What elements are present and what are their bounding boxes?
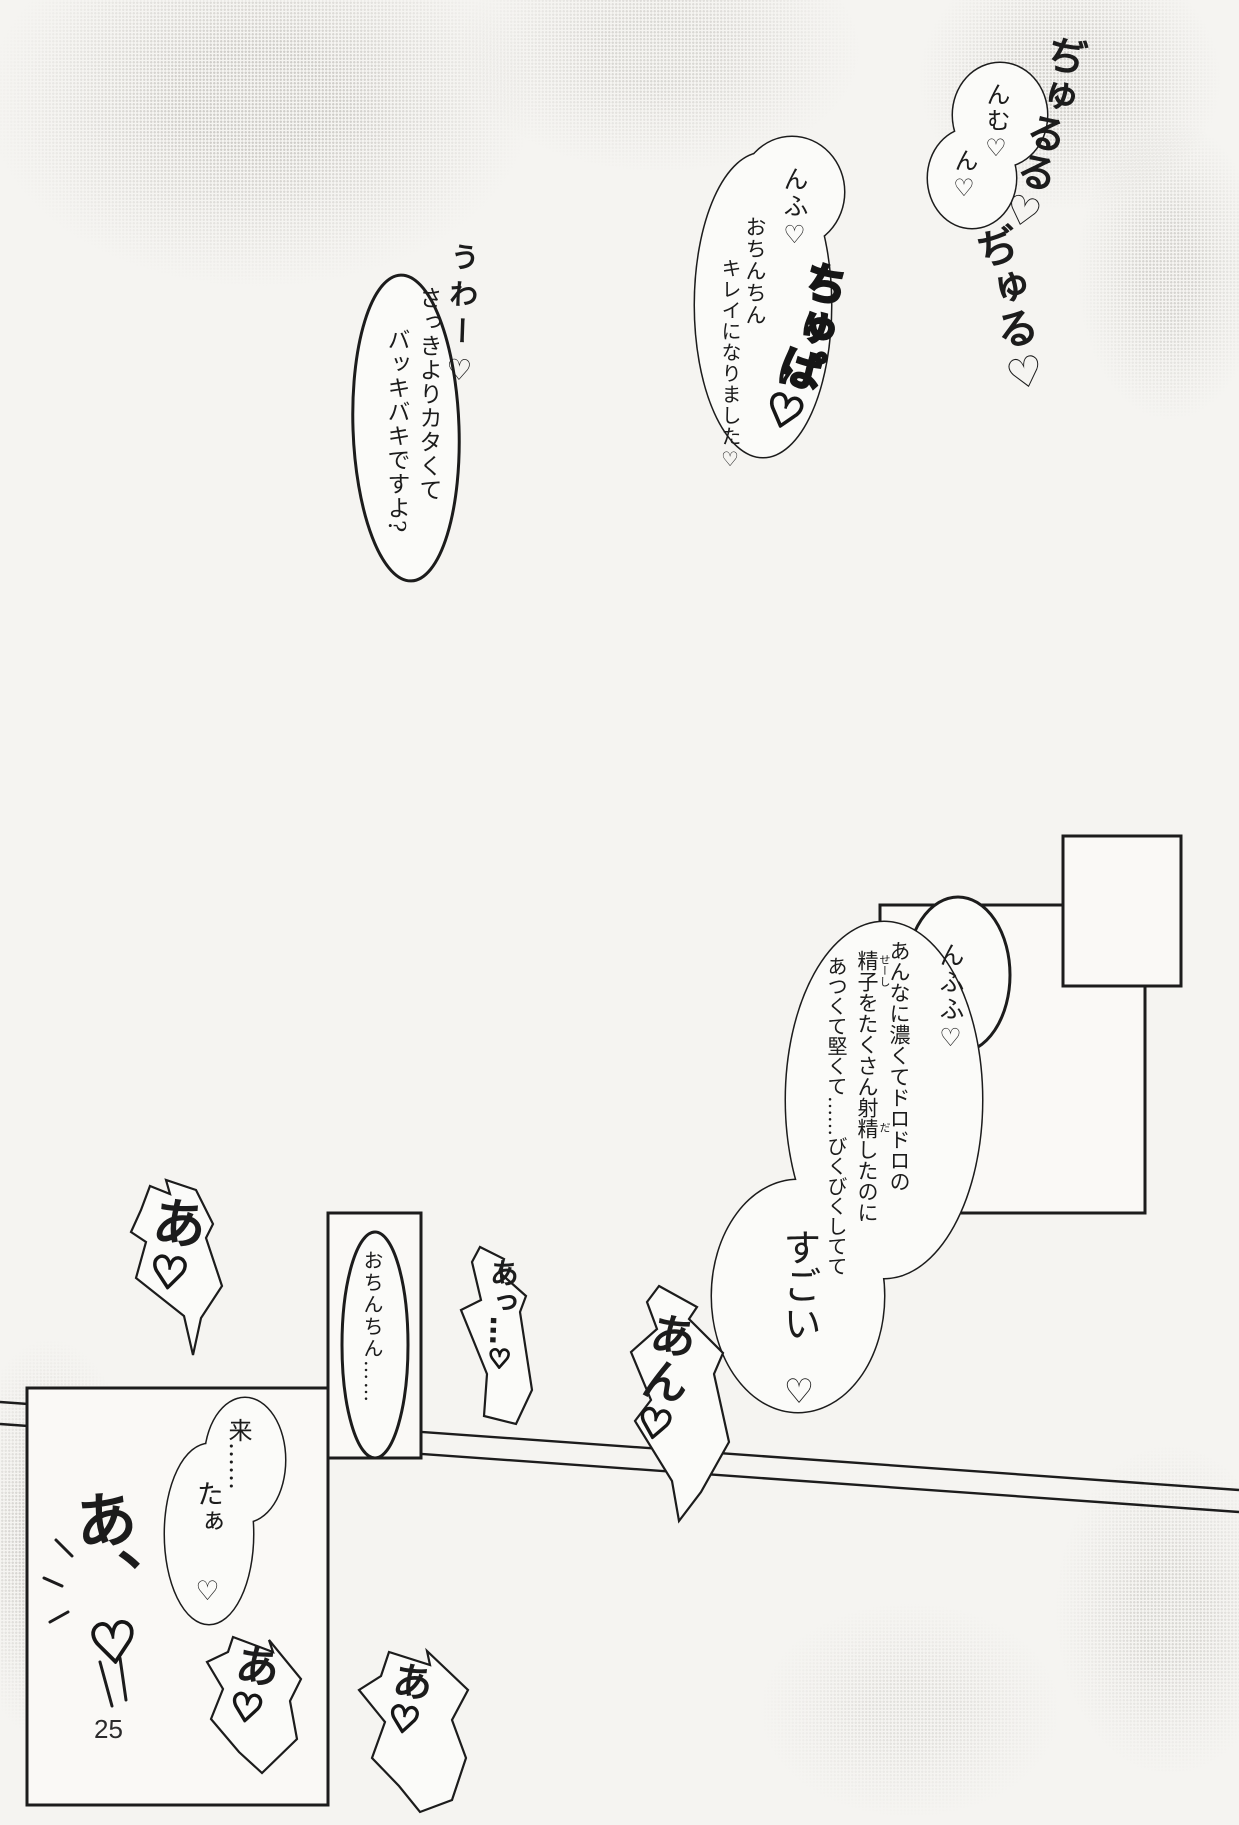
speech-text-kita-col2: たぁ xyxy=(192,1480,223,1534)
speech-text-nmu-col2: ん♡ xyxy=(950,148,978,204)
page-number: 25 xyxy=(94,1714,123,1744)
speech-text-kita-heart: ♡ xyxy=(192,1576,223,1607)
halftone-texture xyxy=(380,0,940,220)
sfx-a-big-heart: ♡ xyxy=(77,1607,151,1681)
sfx-a-right-heart: ♡ xyxy=(380,1696,429,1745)
sfx-a-top: あ♡ xyxy=(139,1192,209,1304)
speech-text-nfufu: んふふ♡ xyxy=(936,942,965,1054)
annani-col2-seg2: をたくさん射 xyxy=(855,992,879,1118)
speech-bubble-sakki xyxy=(351,273,461,583)
halftone-texture xyxy=(860,0,1239,260)
shout-bubble-a-mid xyxy=(205,1635,303,1775)
speech-text-sugoi-heart: ♡ xyxy=(779,1372,819,1412)
shout-bubble-attsu xyxy=(459,1245,534,1426)
annani-col2-seg1: 精子 xyxy=(855,950,879,992)
halftone-texture xyxy=(1010,1380,1239,1825)
speech-text-annani-col1: あんなに濃くてドロドロの xyxy=(887,940,911,1192)
sfx-a-mid-heart: ♡ xyxy=(221,1682,273,1734)
sfx-uwa: うわー♡ xyxy=(441,241,481,396)
shout-bubble-a-right xyxy=(357,1647,470,1814)
halftone-texture xyxy=(0,0,640,360)
speech-text-sakki-col2: バッキバキですよ? xyxy=(383,328,409,534)
speech-bubble-annani-sugoi xyxy=(710,920,984,1414)
halftone-texture xyxy=(700,1560,1120,1825)
annani-col2-seg4: したのに xyxy=(855,1139,879,1223)
speech-text-sugoi: すごい xyxy=(777,1228,821,1342)
sfx-attsu-heart: ♡ xyxy=(483,1343,516,1376)
sfx-an-heart: ♡ xyxy=(627,1397,683,1453)
halftone-texture xyxy=(1040,60,1239,480)
speech-text-nmu-col1: んむ♡ xyxy=(982,82,1010,164)
shout-bubble-an xyxy=(629,1284,731,1524)
sfx-attsu-chars: あっ… xyxy=(483,1257,521,1346)
sfx-a-top-chars: あ xyxy=(140,1191,209,1252)
shout-bubble-a-top xyxy=(129,1178,224,1356)
sfx-a-right-chars: あ xyxy=(383,1657,435,1704)
ruby-seishi: せーし xyxy=(878,954,891,987)
sfx-attsu: あっ…♡ xyxy=(483,1257,521,1376)
speech-text-annani-col2: 精子をたくさん射精したのに xyxy=(855,950,879,1223)
speech-text-nfu-col2: キレイになりました♡ xyxy=(718,258,742,472)
speech-text-nfu-head: んふ♡ xyxy=(780,166,809,251)
speech-text-sakki-col1: さっきよりカタくて xyxy=(415,286,441,502)
shout-accent-strokes xyxy=(42,1538,128,1708)
speech-text-kita-col1: 来…… xyxy=(224,1418,252,1490)
annani-col2-seg3: 精 xyxy=(855,1118,879,1139)
panel-border-small xyxy=(1061,834,1183,988)
speech-text-ochinchin: おちんちん…… xyxy=(360,1250,384,1404)
sfx-a-big-chars: あ、 xyxy=(61,1484,147,1616)
speech-bubble-kita xyxy=(163,1396,287,1626)
speech-text-nfu-col1: おちんちん xyxy=(743,216,767,326)
sfx-a-top-heart: ♡ xyxy=(140,1245,198,1303)
speech-bubble-nfu xyxy=(693,135,846,459)
speech-bubble-nmu xyxy=(926,61,1049,230)
sfx-a-mid-chars: あ xyxy=(224,1639,282,1691)
speech-bubble-ochinchin xyxy=(340,1230,410,1460)
ruby-da: だ xyxy=(878,1122,891,1133)
speech-text-annani-col3: あつくて堅くて……びくびくしてて xyxy=(824,956,848,1276)
